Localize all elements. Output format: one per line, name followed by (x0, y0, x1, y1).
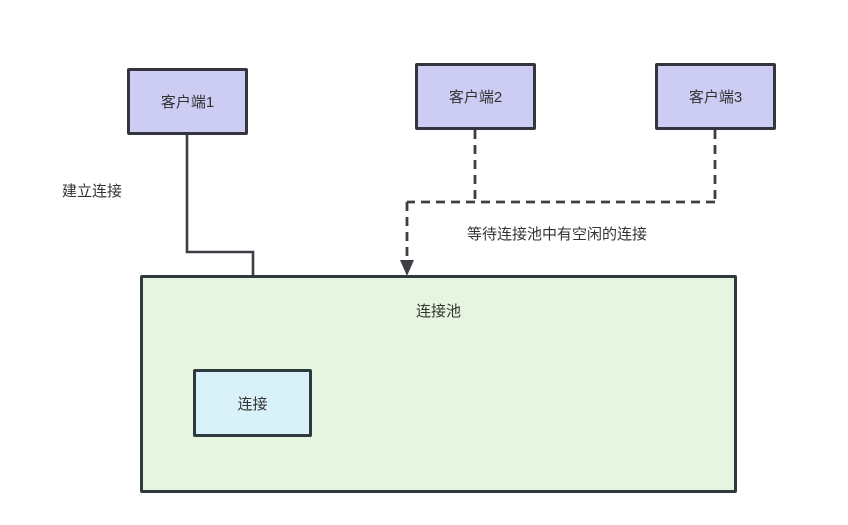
node-connection: 连接 (193, 369, 312, 437)
edge-label-wait: 等待连接池中有空闲的连接 (467, 226, 648, 243)
node-connection-pool-label: 连接池 (415, 303, 461, 320)
node-client2: 客户端2 (415, 63, 536, 130)
edge-label-establish: 建立连接 (62, 183, 123, 200)
edge-wait-arrowhead (400, 260, 414, 276)
node-client3-label: 客户端3 (688, 89, 743, 106)
node-client1-label: 客户端1 (160, 94, 215, 111)
node-client3: 客户端3 (655, 63, 776, 130)
node-client1: 客户端1 (127, 68, 248, 135)
node-connection-label: 连接 (237, 395, 268, 413)
node-client2-label: 客户端2 (448, 89, 503, 106)
